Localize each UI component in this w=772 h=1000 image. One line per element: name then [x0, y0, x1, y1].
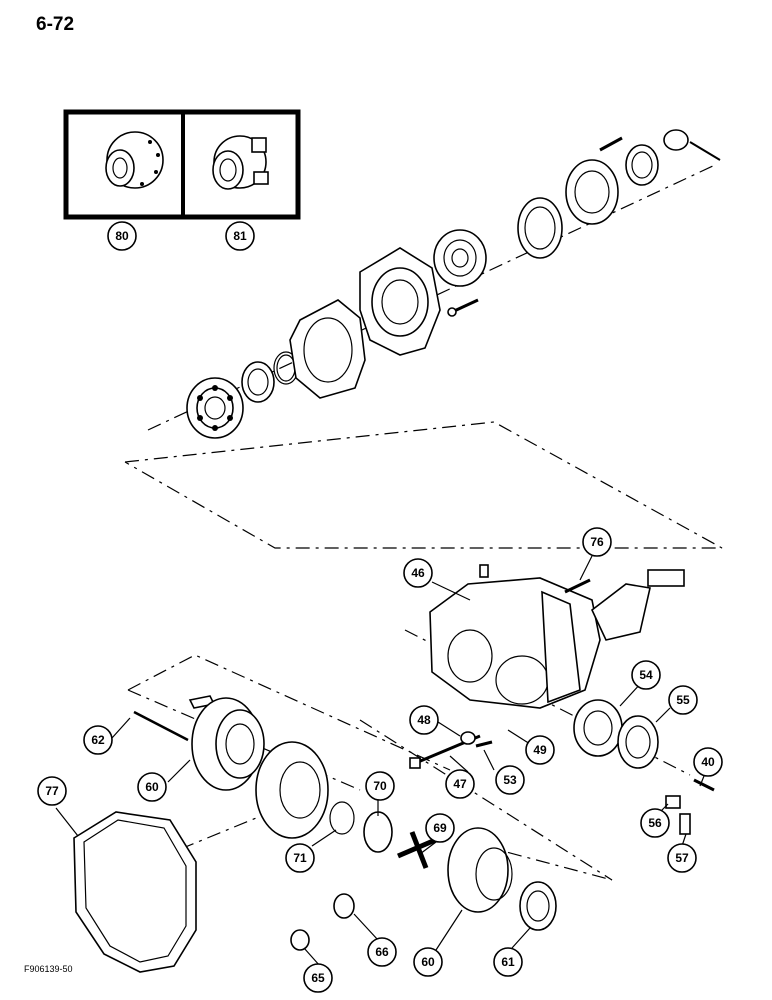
callout-76: 76 [582, 527, 612, 557]
callout-56: 56 [640, 808, 670, 838]
differential-case-alt-b [212, 135, 269, 190]
callout-62: 62 [83, 725, 113, 755]
bearing-upper-mid [433, 229, 487, 287]
callout-46: 46 [403, 558, 433, 588]
callout-label: 40 [701, 755, 715, 769]
gasket-upper [289, 299, 366, 399]
pin-53 [475, 740, 493, 748]
callout-53: 53 [495, 765, 525, 795]
gasket-77 [73, 811, 197, 973]
callout-47: 47 [445, 769, 475, 799]
callout-label: 48 [417, 713, 431, 727]
callout-70: 70 [365, 771, 395, 801]
inset-boxes [63, 109, 301, 220]
figure-code: F906139-50 [24, 964, 73, 974]
callout-60-lower: 60 [413, 947, 443, 977]
callout-48: 48 [409, 705, 439, 735]
bolt-washer-upper [447, 298, 479, 317]
yoke-nut [663, 129, 721, 161]
bolt-top [599, 136, 623, 152]
differential-case-alt-a [105, 131, 164, 189]
page-number: 6-72 [36, 14, 75, 35]
callout-label: 54 [639, 668, 653, 682]
callout-57: 57 [667, 843, 697, 873]
lock-57 [679, 813, 691, 835]
callout-label: 77 [45, 784, 59, 798]
callout-label: 46 [411, 566, 425, 580]
thrust-washer-71 [329, 801, 355, 835]
callout-65: 65 [303, 963, 333, 993]
bearing-large [186, 377, 244, 439]
washer-66 [333, 893, 355, 919]
callout-label: 62 [91, 733, 105, 747]
callout-40: 40 [693, 747, 723, 777]
callout-80: 80 [107, 221, 137, 251]
callout-81: 81 [225, 221, 255, 251]
bearing-cone-61 [519, 881, 557, 931]
bearing-retainer [565, 159, 619, 225]
callout-71: 71 [285, 843, 315, 873]
callout-69: 69 [425, 813, 455, 843]
callout-label: 47 [453, 777, 467, 791]
ring-gear [255, 741, 329, 839]
lower-assembly [73, 564, 715, 973]
callout-label: 55 [676, 693, 690, 707]
callout-55: 55 [668, 685, 698, 715]
callout-label: 65 [311, 971, 325, 985]
washer-48 [460, 731, 476, 745]
bearing-cap-60-upper [191, 697, 265, 791]
adjuster-55 [617, 715, 659, 769]
callout-49: 49 [525, 735, 555, 765]
bearing-cup [241, 361, 275, 403]
callout-label: 60 [145, 780, 159, 794]
gasket-small [517, 197, 563, 259]
callout-54: 54 [631, 660, 661, 690]
callout-label: 66 [375, 945, 389, 959]
callout-label: 81 [233, 229, 247, 243]
callout-label: 61 [501, 955, 515, 969]
callout-label: 71 [293, 851, 307, 865]
callout-label: 76 [590, 535, 604, 549]
carrier-housing [359, 247, 441, 356]
callout-label: 70 [373, 779, 387, 793]
callout-label: 57 [675, 851, 689, 865]
callout-label: 49 [533, 743, 547, 757]
pinion-gear [591, 569, 685, 641]
bolt-40 [693, 778, 715, 792]
callout-label: 80 [115, 229, 129, 243]
seal [625, 144, 659, 186]
differential-carrier [429, 577, 601, 709]
callout-label: 56 [648, 816, 662, 830]
differential-case-60-lower [447, 827, 513, 913]
lock-56 [665, 795, 681, 809]
breather [479, 564, 489, 578]
bearing-54 [573, 699, 623, 757]
upper-assembly [186, 129, 721, 439]
callout-label: 53 [503, 773, 517, 787]
callout-label: 69 [433, 821, 447, 835]
callout-66: 66 [367, 937, 397, 967]
callout-label: 60 [421, 955, 435, 969]
callout-77: 77 [37, 776, 67, 806]
bolt-76 [564, 578, 591, 594]
bolt-62 [133, 710, 189, 742]
callout-60-upper: 60 [137, 772, 167, 802]
side-gear-70 [363, 811, 393, 853]
washer-65 [290, 929, 310, 951]
callout-61: 61 [493, 947, 523, 977]
